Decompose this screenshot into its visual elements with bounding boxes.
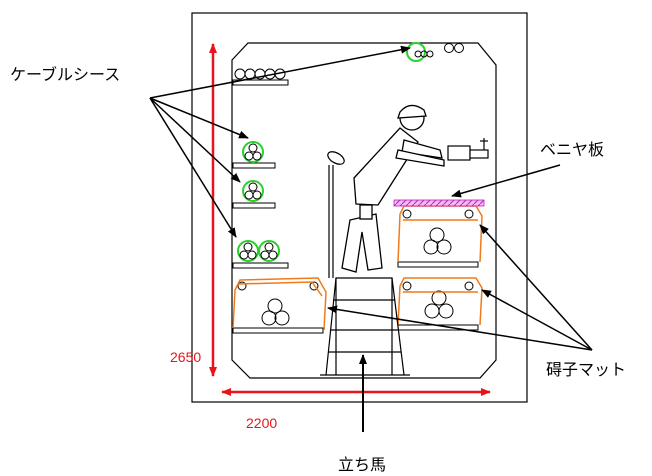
worker-figure [341, 104, 445, 273]
height-dimension-label: 2650 [170, 349, 201, 365]
left-insulator-mat [232, 277, 327, 331]
ceiling-cables [406, 42, 464, 62]
insulator-mat-leaders [327, 224, 593, 351]
cable-sheath-leaders [149, 45, 411, 238]
pole-lamp [327, 151, 345, 278]
plywood-leader [451, 164, 561, 198]
cutting-tool [447, 138, 489, 161]
insulator-mat-label: 碍子マット [546, 360, 626, 379]
stand-label: 立ち馬 [338, 455, 386, 474]
right-shelves [397, 209, 479, 331]
plywood-label: ベニヤ板 [540, 140, 604, 159]
cable-sheath-label: ケーブルシース [10, 65, 120, 84]
plywood-board [393, 199, 485, 207]
left-shelves [232, 68, 324, 334]
width-dimension-label: 2200 [246, 415, 277, 431]
work-stand [320, 277, 410, 376]
